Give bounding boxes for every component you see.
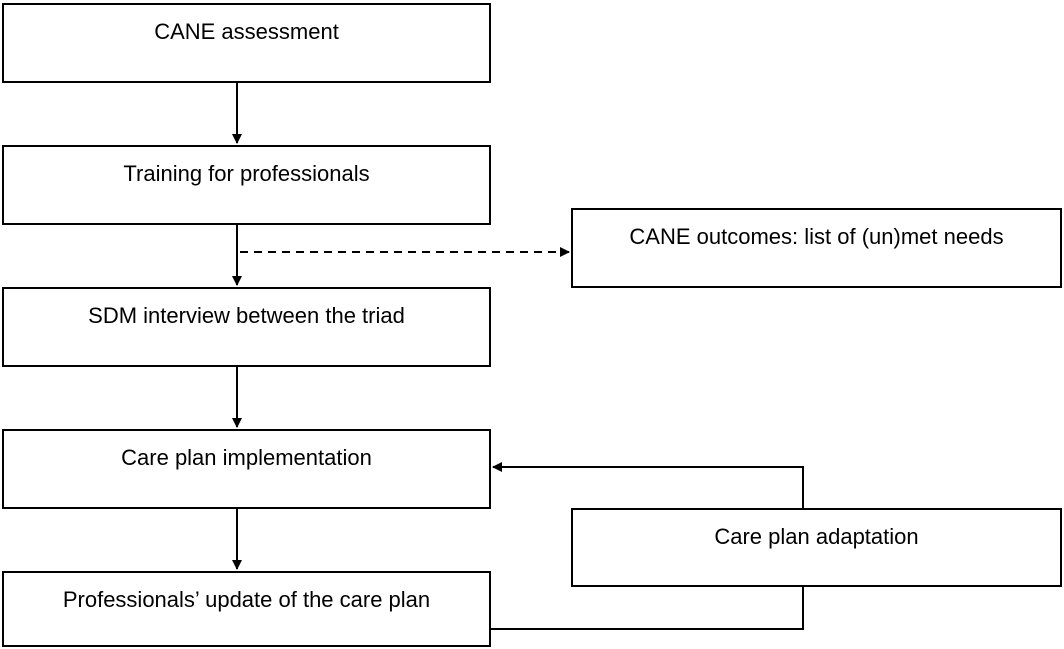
cane-assessment-box: CANE assessment xyxy=(2,3,491,83)
professionals-update-box: Professionals’ update of the care plan xyxy=(2,571,491,647)
arrow-adaptation-to-implementation xyxy=(492,462,804,508)
cane-outcomes-box: CANE outcomes: list of (un)met needs xyxy=(571,208,1062,288)
professionals-update-label: Professionals’ update of the care plan xyxy=(62,587,431,612)
care-plan-implementation-box: Care plan implementation xyxy=(2,429,491,509)
sdm-interview-label: SDM interview between the triad xyxy=(88,303,405,328)
training-box: Training for professionals xyxy=(2,145,491,225)
training-label: Training for professionals xyxy=(123,161,370,186)
care-plan-implementation-label: Care plan implementation xyxy=(121,445,372,470)
cane-assessment-label: CANE assessment xyxy=(154,19,339,44)
line-update-to-adaptation xyxy=(491,587,804,630)
sdm-interview-box: SDM interview between the triad xyxy=(2,287,491,367)
care-plan-adaptation-box: Care plan adaptation xyxy=(571,508,1062,587)
care-plan-adaptation-label: Care plan adaptation xyxy=(714,524,919,549)
cane-outcomes-label: CANE outcomes: list of (un)met needs xyxy=(629,224,1004,249)
